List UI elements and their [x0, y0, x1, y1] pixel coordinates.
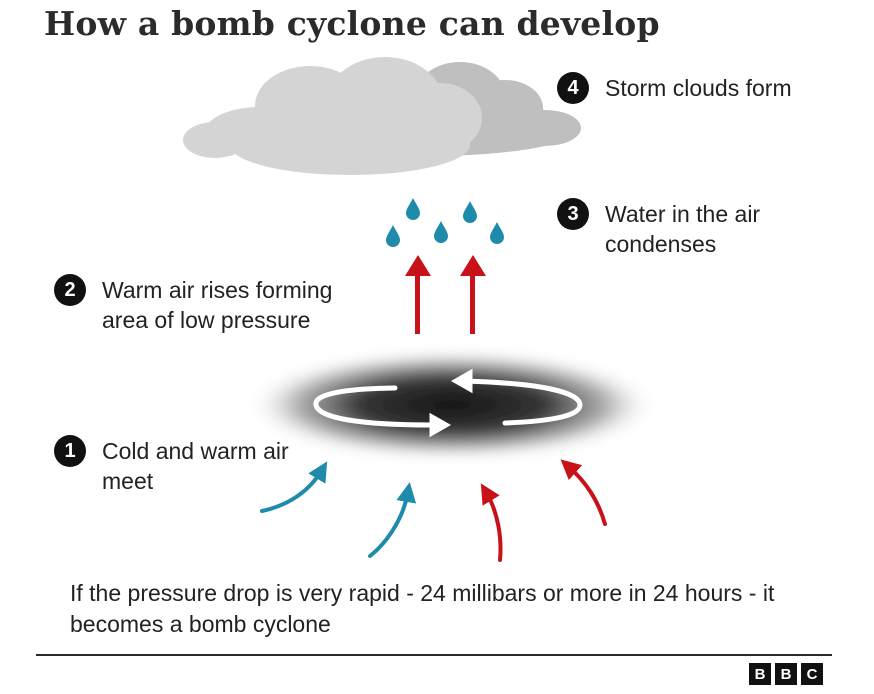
water-drop-icon — [386, 225, 400, 247]
step-label: Cold and warm air meet — [102, 438, 289, 494]
water-drop-icon — [463, 201, 477, 223]
water-drop-icon — [490, 222, 504, 244]
step-label: Water in the air condenses — [605, 201, 761, 257]
step-number-badge: 1 — [54, 435, 86, 467]
step-label: Storm clouds form — [605, 75, 792, 101]
bbc-logo: B B C — [749, 663, 823, 685]
step-number-badge: 2 — [54, 274, 86, 306]
footnote-text: If the pressure drop is very rapid - 24 … — [70, 580, 775, 637]
rising-warm-air-arrows — [405, 255, 486, 334]
logo-letter: C — [801, 663, 823, 685]
step-number-badge: 4 — [557, 72, 589, 104]
step-4: 4 Storm clouds form — [557, 72, 845, 104]
logo-letter: B — [749, 663, 771, 685]
step-2: 2 Warm air rises forming area of low pre… — [54, 274, 377, 335]
water-drop-icon — [434, 221, 448, 243]
low-pressure-area — [247, 350, 657, 460]
logo-letter: B — [775, 663, 797, 685]
step-1: 1 Cold and warm air meet — [54, 435, 292, 496]
rotation-arrows-icon — [313, 368, 583, 438]
step-label: Warm air rises forming area of low press… — [102, 277, 333, 333]
inflow-air-arrows — [260, 459, 607, 562]
water-drop-icons — [386, 198, 504, 247]
diagram-title: How a bomb cyclone can develop — [44, 4, 660, 43]
storm-cloud-icon — [183, 57, 581, 175]
step-number-badge: 3 — [557, 198, 589, 230]
step-3: 3 Water in the air condenses — [557, 198, 805, 259]
water-drop-icon — [406, 198, 420, 220]
divider — [36, 654, 832, 656]
